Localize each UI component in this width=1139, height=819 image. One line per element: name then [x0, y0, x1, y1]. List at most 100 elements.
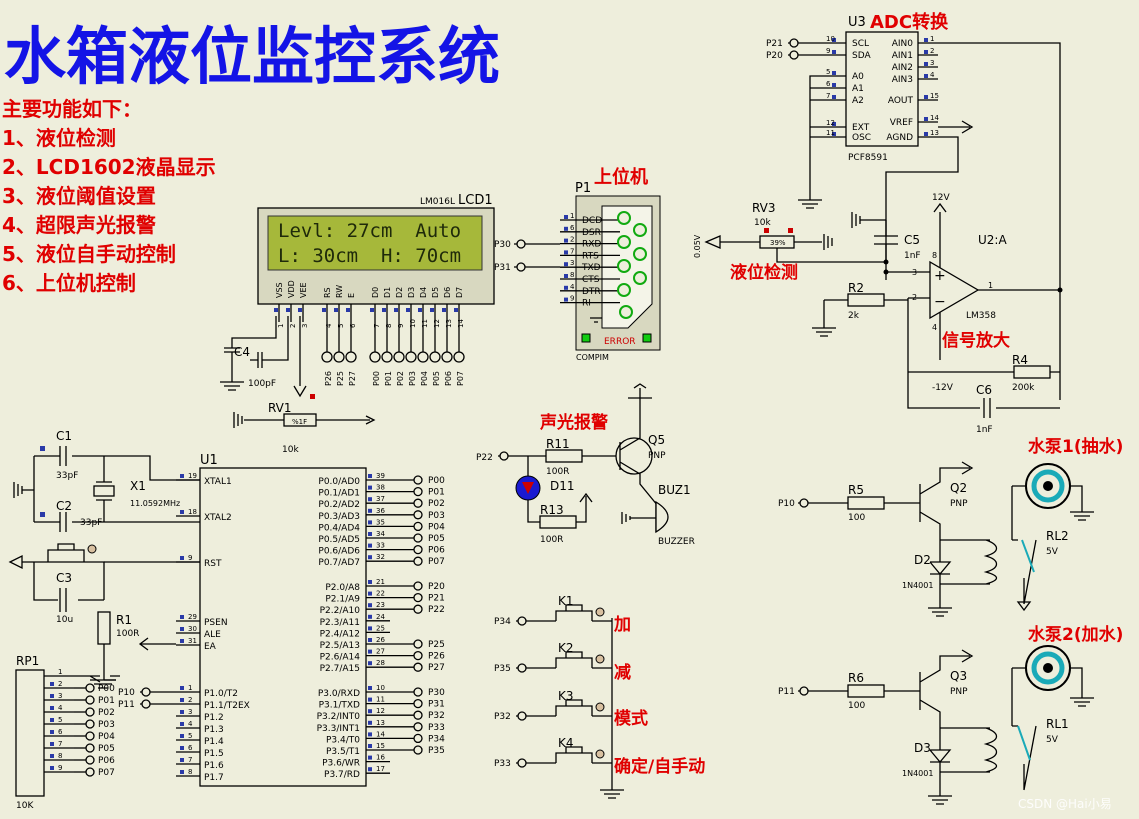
u1-pin-label: P2.6/A14 — [320, 653, 361, 663]
u1-net-label: P25 — [428, 640, 445, 650]
feature-item: 2、LCD1602液晶显示 — [2, 155, 216, 179]
rl1-ref: RL1 — [1046, 717, 1069, 731]
u3-pin-label: A1 — [852, 84, 864, 94]
lcd-pin-num: 12 — [433, 319, 441, 328]
u3-pin-label: A0 — [852, 72, 864, 82]
u1-pin-num: 5 — [188, 732, 192, 740]
u3-pin-num: 4 — [930, 71, 935, 79]
d3-type: 1N4001 — [902, 769, 933, 778]
key-net: P33 — [494, 759, 511, 769]
u1-pin-num: 31 — [188, 637, 197, 645]
r4-ref: R4 — [1012, 353, 1028, 367]
u1-pin-num: 12 — [376, 707, 385, 715]
u1-net-label: P03 — [428, 511, 445, 521]
u3-pin-label: OSC — [852, 133, 871, 143]
c4-ref: C4 — [234, 345, 250, 359]
feature-heading: 主要功能如下： — [2, 97, 142, 121]
r13-value: 100R — [540, 535, 563, 545]
u3-pin-num: 11 — [826, 129, 835, 137]
lcd-rw-net: P31 — [494, 263, 511, 273]
u1-pin-label: P2.5/A13 — [320, 641, 360, 651]
u1-pin-num: 4 — [188, 720, 193, 728]
mcu-u1: U1 19XTAL118XTAL29RST29PSEN30ALE31EA1P1.… — [118, 453, 445, 787]
u1-pin-label: ALE — [204, 630, 221, 640]
u1-net-label: P20 — [428, 582, 445, 592]
feature-item: 4、超限声光报警 — [2, 213, 156, 237]
lcd-pin-label: D5 — [431, 287, 440, 298]
lcd-pin-num: 14 — [457, 319, 465, 328]
lcd-pin-num: 3 — [301, 324, 309, 328]
u3-pin-label: AIN0 — [892, 39, 914, 49]
u3-ref: U3 — [848, 15, 866, 30]
lcd-data-net: P06 — [444, 371, 453, 386]
u1-p1-net: P10 — [118, 688, 135, 698]
u1-net-label: P07 — [428, 557, 445, 567]
u1-net-label: P26 — [428, 652, 445, 662]
u1-pin-num: 6 — [188, 744, 193, 752]
lcd-pin-num: 4 — [325, 323, 333, 328]
rv3-ref: RV3 — [752, 201, 776, 215]
c1-value: 33pF — [56, 471, 78, 481]
lcd-data-net: P04 — [420, 371, 429, 386]
r5-ref: R5 — [848, 483, 864, 497]
pump1-circuit: 水泵1(抽水) P10 R5 100 Q2 PNP D2 1N4001 RL2 … — [778, 436, 1123, 617]
lcd-pin-label: D1 — [383, 287, 392, 298]
c6-ref: C6 — [976, 383, 992, 397]
pin-marker — [418, 308, 422, 312]
pump2-net: P11 — [778, 687, 795, 697]
u1-pin-num: 22 — [376, 590, 385, 598]
rp1-net: P06 — [98, 756, 115, 766]
rl2-ref: RL2 — [1046, 529, 1069, 543]
lcd-module: LM016L LCD1 Levl: 27cm Auto L: 30cm H: 7… — [257, 193, 560, 328]
watermark: CSDN @Hai小易 — [1018, 797, 1112, 811]
u1-pin-num: 25 — [376, 624, 385, 632]
u1-net-label: P01 — [428, 488, 445, 498]
u1-pin-num: 36 — [376, 507, 385, 515]
lcd-pin-label: D7 — [455, 287, 464, 298]
rp1-net: P01 — [98, 696, 115, 706]
c3-value: 10u — [56, 615, 73, 625]
rp1-pin-num: 2 — [58, 680, 62, 688]
reset-circuit: C3 10u R1 100R — [8, 543, 200, 689]
p1-pin-label: CTS — [582, 275, 600, 285]
u1-net-label: P34 — [428, 734, 445, 744]
u1-pin-label: P0.0/AD0 — [318, 477, 360, 487]
u3-pin-label: AIN2 — [892, 63, 913, 73]
key-ok-label: 确定/自手动 — [614, 756, 705, 777]
rp1-pin-num: 8 — [58, 752, 62, 760]
q5-ref: Q5 — [648, 433, 665, 447]
p1-pin-label: TXD — [581, 263, 601, 273]
u3-model: PCF8591 — [848, 153, 888, 163]
lcd-pin-num: 1 — [277, 324, 285, 328]
rv1-ref: RV1 — [268, 401, 292, 415]
u1-pin-num: 10 — [376, 684, 385, 692]
lcd-line-2: L: 30cm H: 70cm — [278, 245, 461, 267]
p1-pin-label: RI — [582, 299, 591, 309]
adc-label: ADC转换 — [870, 11, 949, 33]
r4-value: 200k — [1012, 383, 1035, 393]
pin-marker — [406, 308, 410, 312]
u2-pin-v4: 4 — [932, 323, 937, 332]
p1-pin-num: 9 — [570, 295, 574, 303]
u1-pin-label: P2.2/A10 — [320, 606, 361, 616]
opamp-symbol — [929, 260, 980, 320]
p1-pin-num: 7 — [570, 247, 574, 255]
feature-item: 3、液位阈值设置 — [2, 184, 156, 208]
p1-ref: P1 — [575, 181, 591, 196]
lcd-ctrl-net: P26 — [324, 371, 333, 386]
r11-ref: R11 — [546, 437, 570, 451]
u1-pin-label: P3.3/INT1 — [317, 724, 360, 734]
lcd-pin-label: RS — [323, 287, 332, 298]
u2-vneg: -12V — [932, 383, 954, 393]
u1-pin-label: XTAL2 — [204, 513, 232, 523]
u1-pin-label: P2.0/A8 — [325, 583, 360, 593]
p1-model: COMPIM — [576, 353, 609, 362]
u3-pin-num: 12 — [826, 119, 835, 127]
lcd-pin-label: RW — [335, 285, 344, 298]
u1-net-label: P21 — [428, 594, 445, 604]
lcd-pin-label: VDD — [287, 280, 296, 298]
lcd-screen — [267, 215, 483, 271]
u3-pin-num: 14 — [930, 114, 939, 122]
u3-pin-num: 6 — [826, 80, 831, 88]
